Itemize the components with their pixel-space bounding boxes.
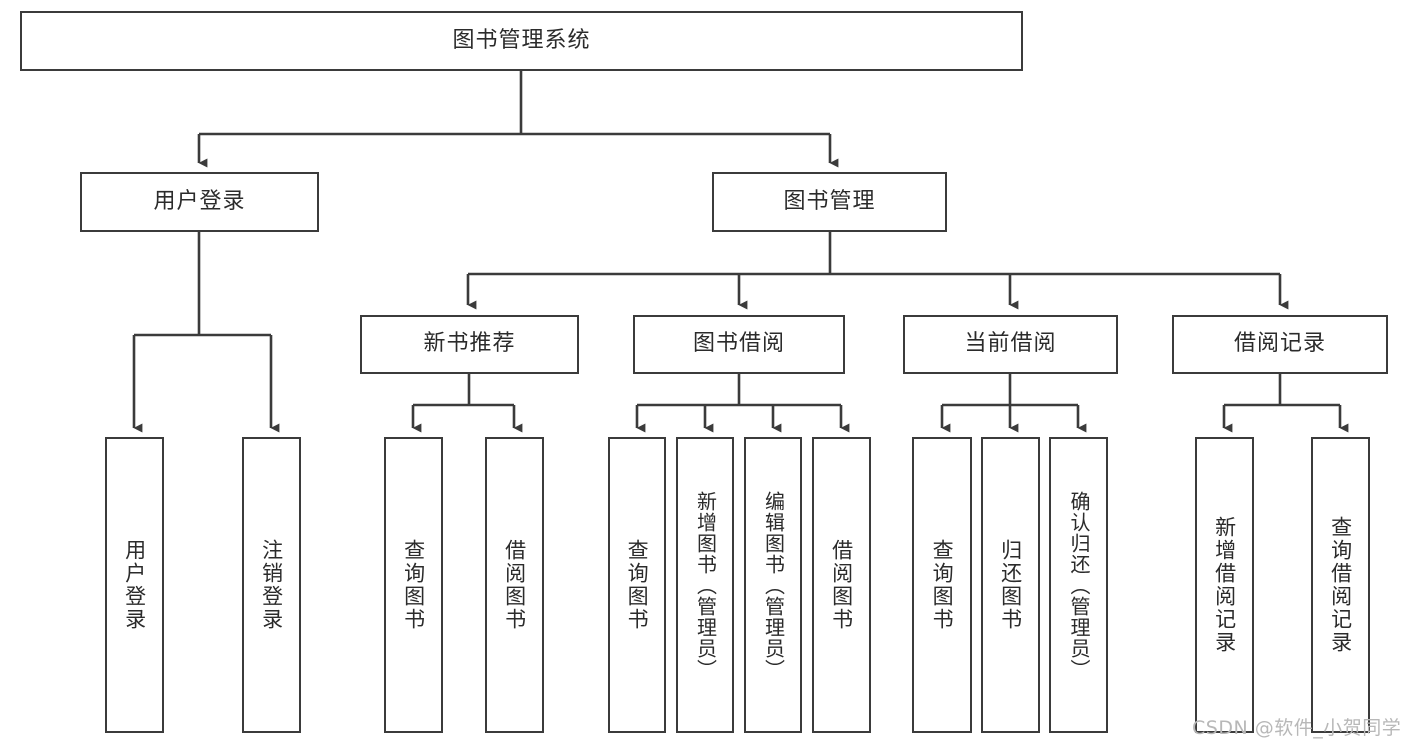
leaf-current-borrow-query-book[interactable]: 查询图书: [912, 437, 972, 733]
leaf-current-borrow-return-book[interactable]: 归还图书: [981, 437, 1040, 733]
leaf-new-book-borrow-book[interactable]: 借阅图书: [485, 437, 544, 733]
leaf-current-borrow-confirm-return-admin[interactable]: 确认归还（管理员）: [1049, 437, 1108, 733]
node-book-borrow[interactable]: 图书借阅: [633, 315, 845, 374]
node-root[interactable]: 图书管理系统: [20, 11, 1023, 71]
node-book-management[interactable]: 图书管理: [712, 172, 947, 232]
node-new-book-recommend[interactable]: 新书推荐: [360, 315, 579, 374]
node-current-borrow[interactable]: 当前借阅: [903, 315, 1118, 374]
leaf-borrow-record-query-record[interactable]: 查询借阅记录: [1311, 437, 1370, 733]
leaf-borrow-book-query-book[interactable]: 查询图书: [608, 437, 666, 733]
leaf-new-book-query-book[interactable]: 查询图书: [384, 437, 443, 733]
leaf-user-login-logout[interactable]: 注销登录: [242, 437, 301, 733]
leaf-borrow-record-add-record[interactable]: 新增借阅记录: [1195, 437, 1254, 733]
leaf-borrow-book-edit-book-admin[interactable]: 编辑图书（管理员）: [744, 437, 802, 733]
leaf-borrow-book-borrow-book[interactable]: 借阅图书: [812, 437, 871, 733]
node-borrow-record[interactable]: 借阅记录: [1172, 315, 1388, 374]
leaf-borrow-book-add-book-admin[interactable]: 新增图书（管理员）: [676, 437, 734, 733]
node-user-login[interactable]: 用户登录: [80, 172, 319, 232]
leaf-user-login-login[interactable]: 用户登录: [105, 437, 164, 733]
csdn-watermark: CSDN @软件_小贺同学: [1192, 717, 1402, 739]
